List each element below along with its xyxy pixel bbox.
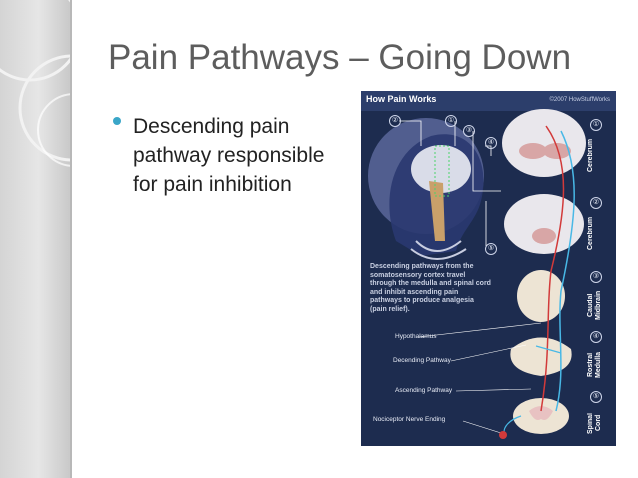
head-marker: ⑤ [485,243,497,255]
marker-number: ③ [590,271,602,283]
decorative-circles [0,0,70,167]
pain-pathway-figure: How Pain Works ©2007 HowStuffWorks [361,91,616,446]
marker-label: Cerebrum [587,138,594,172]
figure-illustration [368,109,586,439]
marker-label: Caudal Midbrain [587,290,602,320]
marker-label: Rostral Medulla [587,351,602,379]
callout-nociceptor: Nociceptor Nerve Ending [373,416,446,423]
marker-label: Spinal Cord [587,412,602,434]
callout-descending: Decending Pathway [393,357,451,364]
head-marker: ② [389,115,401,127]
marker-number: ⑤ [590,391,602,403]
bullet-text: Descending pain pathway responsible for … [133,115,325,196]
callout-hypothalamus: Hypothalamus [395,333,437,340]
figure-description: Descending pathways from the somatosenso… [370,263,491,313]
figure-title: How Pain Works [366,94,437,104]
head-marker: ① [445,115,457,127]
marker-number: ④ [590,331,602,343]
marker-label: Cerebrum [587,216,594,250]
marker-number: ② [590,197,602,209]
head-marker: ③ [463,125,475,137]
marker-number: ① [590,119,602,131]
bullet-icon [113,117,121,125]
figure-header [361,91,616,111]
head-marker: ④ [485,137,497,149]
slide-title: Pain Pathways – Going Down [108,38,572,77]
side-band-edge [70,0,72,478]
figure-credit: ©2007 HowStuffWorks [549,97,610,103]
decorative-side-band [0,0,70,478]
callout-ascending: Ascending Pathway [395,387,453,394]
